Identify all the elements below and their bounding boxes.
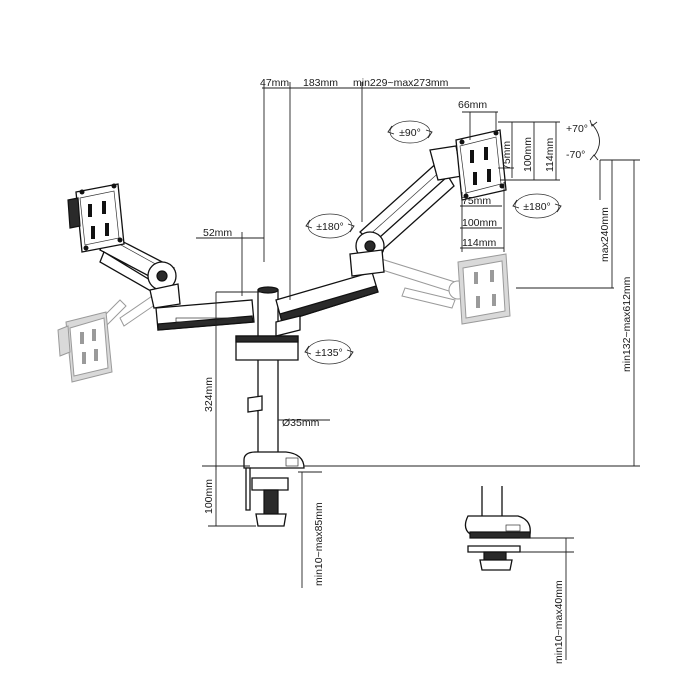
ghost-right-arm — [375, 257, 468, 309]
left-lower-arm — [155, 299, 255, 331]
rotation-90-label: ±90° — [399, 127, 421, 139]
vesa-114-v-label: 114mm — [544, 138, 556, 172]
dim-52-label: 52mm — [203, 227, 232, 239]
right-lower-arm — [275, 271, 379, 337]
total-height-label: min132~max612mm — [621, 276, 633, 372]
vesa-100-h-label: 100mm — [462, 217, 497, 229]
clamp-height-label: 100mm — [203, 479, 215, 514]
ghost-left-vesa-plate — [57, 311, 113, 383]
rotation-badge-180-arm: ±180° — [305, 213, 355, 239]
pole-diameter-label: Ø35mm — [282, 417, 320, 429]
dimension-labels: 47mm 183mm min229~max273mm 66mm 52mm 75m… — [203, 77, 633, 664]
vesa-114-h-label: 114mm — [462, 237, 496, 249]
height-324-label: 324mm — [203, 377, 215, 412]
rotation-badge-135: ±135° — [304, 339, 354, 365]
tilt-arrow — [589, 119, 600, 161]
grommet-base — [464, 486, 531, 571]
dim-66-label: 66mm — [458, 99, 487, 111]
pole-collar — [235, 335, 299, 361]
dimension-lines — [196, 82, 640, 660]
tilt-up-label: +70° — [566, 123, 588, 135]
ghost-right-vesa-plate — [457, 253, 511, 325]
rotation-135-label: ±135° — [315, 347, 342, 359]
clamp-range-label: min10~max85mm — [313, 502, 325, 586]
grommet-range-label: min10~max40mm — [553, 580, 565, 664]
right-upper-arm — [349, 145, 463, 277]
right-vesa-plate — [455, 129, 507, 201]
dim-183-label: 183mm — [303, 77, 338, 89]
arm-length-label: min229~max273mm — [353, 77, 449, 89]
rotation-180-arm-label: ±180° — [316, 221, 343, 233]
rotation-badge-180-head: ±180° — [512, 193, 562, 219]
dim-47-label: 47mm — [260, 77, 289, 89]
left-upper-arm — [99, 233, 181, 309]
vesa-75-v-label: 75mm — [501, 141, 513, 170]
rotation-badge-90: ±90° — [387, 120, 433, 144]
max-240-label: max240mm — [599, 207, 611, 262]
rotation-180-head-label: ±180° — [523, 201, 550, 213]
vesa-100-v-label: 100mm — [522, 137, 534, 172]
desk-clamp — [243, 451, 305, 527]
left-vesa-plate — [67, 183, 125, 253]
vesa-75-h-label: 75mm — [462, 195, 491, 207]
tilt-down-label: -70° — [566, 149, 585, 161]
